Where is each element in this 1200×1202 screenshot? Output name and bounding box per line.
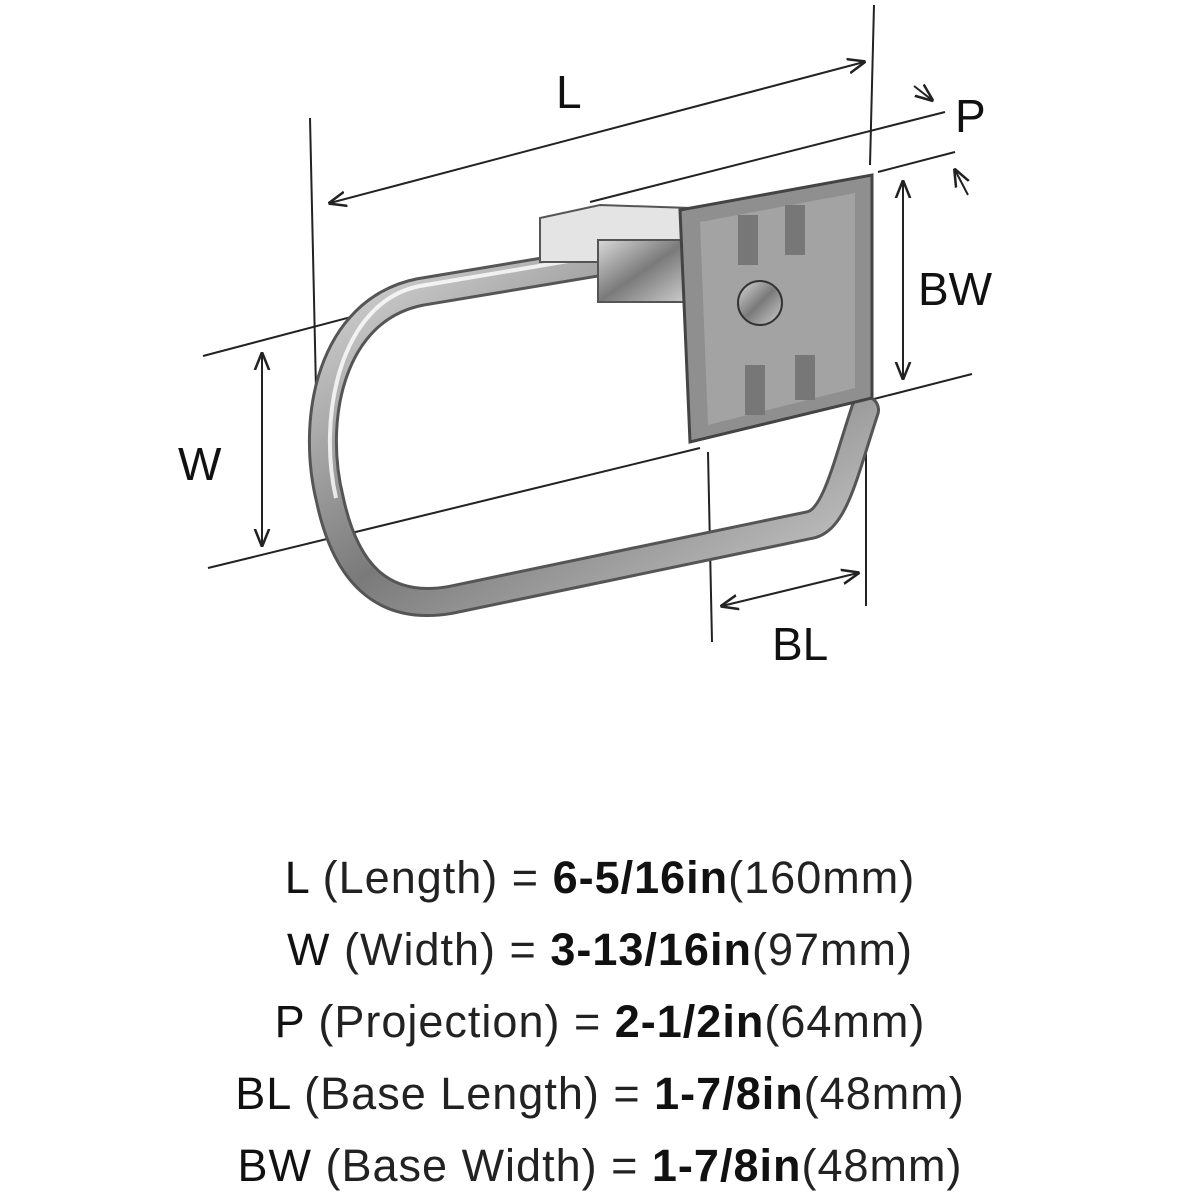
spec-inches: 6-5/16in [552,852,729,903]
spec-code: L [284,852,310,903]
spec-inches: 2-1/2in [614,996,765,1047]
spec-inches: 1-7/8in [651,1140,802,1191]
screw-icon [737,280,783,326]
spec-code: P [274,996,305,1047]
towel-ring-dimension-drawing: L P BW W BL [178,4,993,670]
spec-mm: (64mm) [764,996,926,1047]
post-and-base [539,173,874,444]
spec-description: (Base Width) = [325,1140,639,1191]
label-L: L [556,66,582,118]
spec-code: BL [235,1068,291,1119]
spec-mm: (48mm) [803,1068,965,1119]
spec-mm: (48mm) [801,1140,963,1191]
spec-row-width: W (Width) = 3-13/16in(97mm) [0,914,1200,986]
spec-description: (Width) = [344,924,537,975]
spec-code: W [287,924,331,975]
spec-inches: 1-7/8in [654,1068,804,1119]
label-BW: BW [918,263,993,315]
label-W: W [178,438,222,490]
spec-description: (Base Length) = [304,1068,641,1119]
spec-mm: (97mm) [751,924,913,975]
spec-row-projection: P (Projection) = 2-1/2in(64mm) [0,986,1200,1058]
dimension-arrows [262,62,968,606]
label-P: P [955,90,986,142]
spec-row-base-width: BW (Base Width) = 1-7/8in(48mm) [0,1130,1200,1202]
spec-code: BW [237,1140,313,1191]
label-BL: BL [772,618,828,670]
spec-row-length: L (Length) = 6-5/16in(160mm) [0,842,1200,914]
ring-arm [307,247,880,617]
spec-description: (Length) = [322,852,540,903]
spec-description: (Projection) = [318,996,602,1047]
spec-inches: 3-13/16in [550,924,752,975]
spec-mm: (160mm) [728,852,916,903]
spec-row-base-length: BL (Base Length) = 1-7/8in(48mm) [0,1058,1200,1130]
dimension-spec-list: L (Length) = 6-5/16in(160mm) W (Width) =… [0,842,1200,1202]
